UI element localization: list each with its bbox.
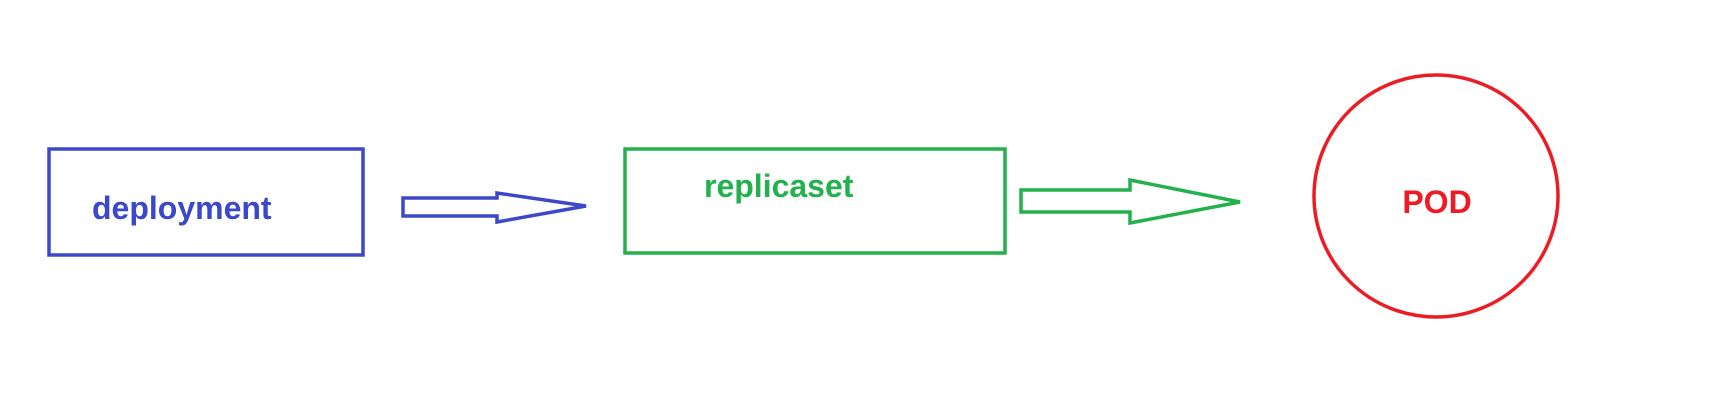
replicaset-label: replicaset bbox=[704, 168, 854, 204]
pod-circle bbox=[1312, 73, 1560, 319]
deployment-node: deployment bbox=[47, 147, 365, 257]
pod-label: POD bbox=[1402, 184, 1471, 220]
deployment-box bbox=[47, 147, 365, 257]
pod-node: POD bbox=[1312, 73, 1560, 319]
deployment-label: deployment bbox=[92, 190, 272, 226]
replicaset-node: replicaset bbox=[623, 147, 1007, 255]
arrow-deployment-to-replicaset bbox=[401, 190, 587, 225]
arrow-replicaset-to-pod bbox=[1019, 177, 1241, 226]
replicaset-box bbox=[623, 147, 1007, 255]
